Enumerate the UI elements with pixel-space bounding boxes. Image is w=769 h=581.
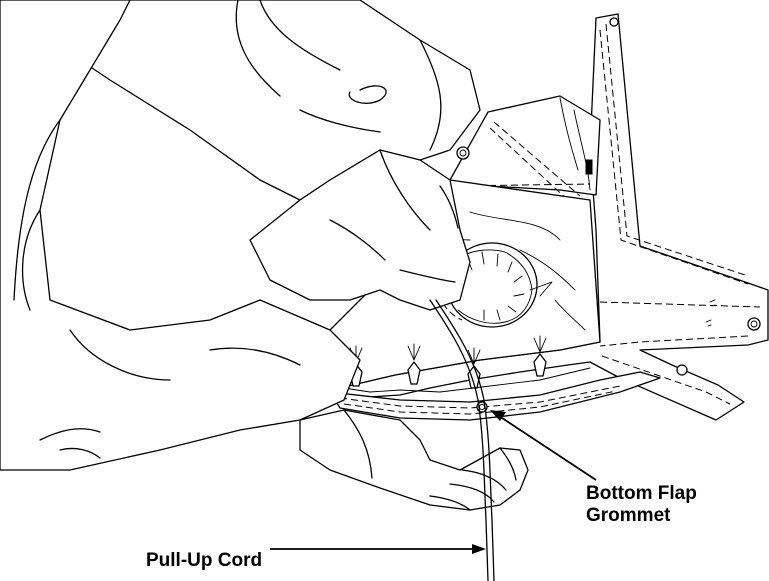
pull-up-cord-label: Pull-Up Cord — [146, 550, 262, 572]
cord-arrow-head — [472, 544, 486, 554]
bottom-flap-grommet-label: Bottom Flap Grommet — [586, 483, 697, 527]
bottom-flap-grommet-label-line1: Bottom Flap — [586, 483, 697, 505]
lower-hand — [300, 410, 528, 510]
bottom-flap-grommet-label-line2: Grommet — [586, 505, 697, 527]
